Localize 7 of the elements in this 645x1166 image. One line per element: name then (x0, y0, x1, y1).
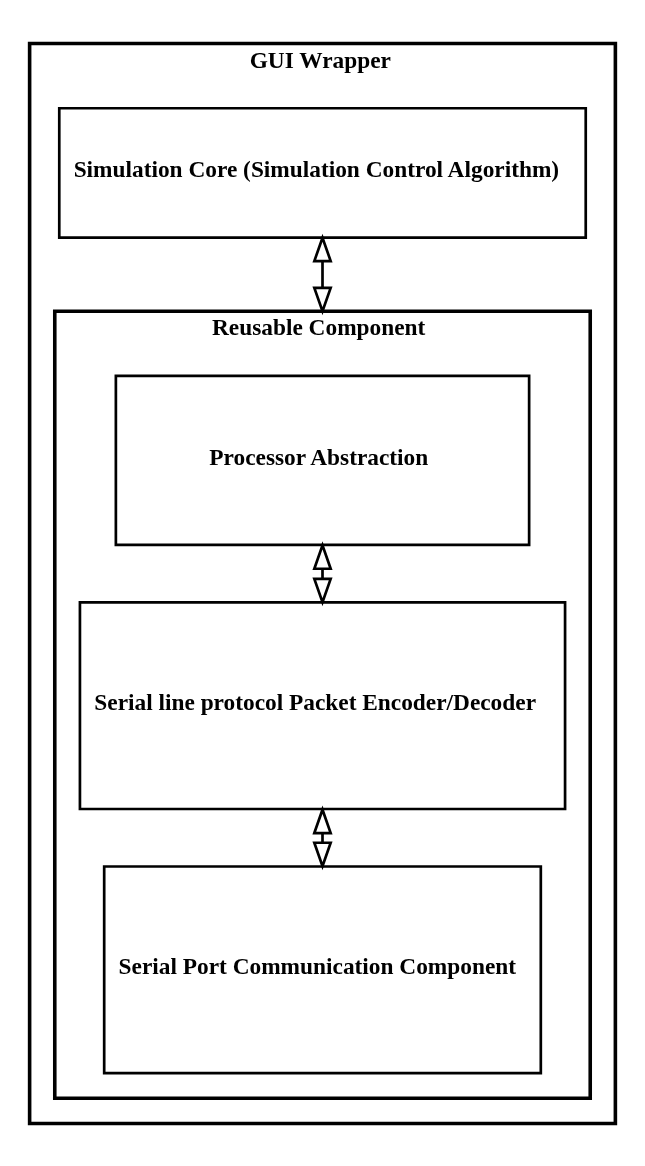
node-box: Processor Abstraction (114, 374, 531, 546)
arrow (312, 805, 333, 870)
node-box: Serial Port Communication Component (102, 864, 543, 1074)
arrow (312, 233, 333, 315)
node-box: Simulation Core (Simulation Control Algorithm) (57, 106, 588, 239)
arrow (312, 540, 333, 606)
node-box: Serial line protocol Packet Encoder/Decoder (78, 600, 567, 810)
